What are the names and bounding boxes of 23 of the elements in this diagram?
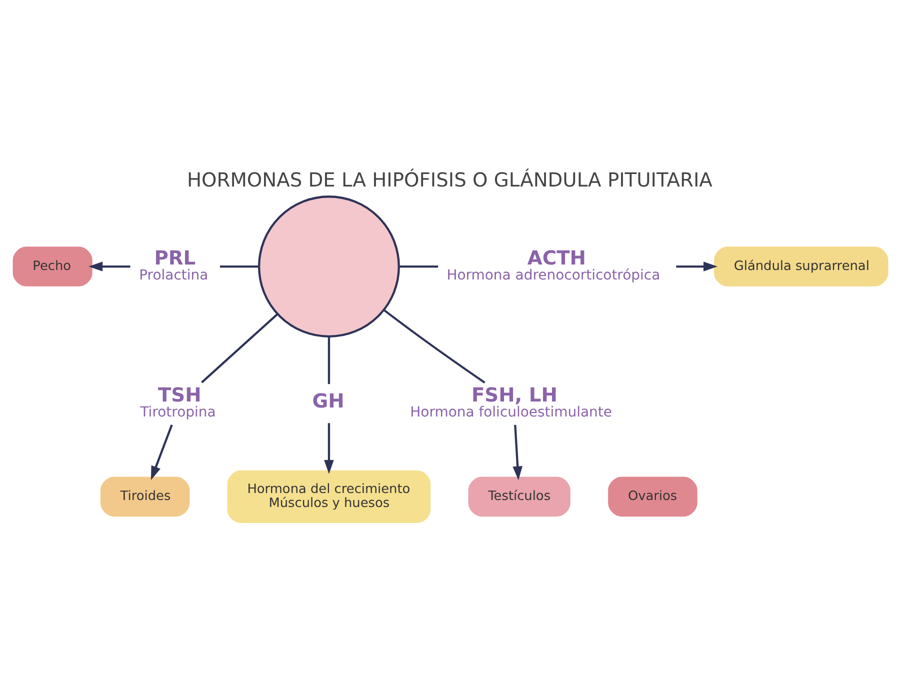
arrow <box>150 424 172 480</box>
connector <box>219 265 258 268</box>
connector <box>382 309 485 384</box>
node-box: Pecho <box>12 246 92 286</box>
node-text: PRL Prolactina <box>138 246 208 284</box>
arrow <box>512 424 522 480</box>
connector <box>327 336 330 384</box>
node-text: TSH Tirotropina <box>140 383 216 420</box>
arrow <box>88 262 130 272</box>
node-circle <box>257 196 400 338</box>
node-text: ACTH Hormona adrenocorticotrópica <box>446 246 660 284</box>
node-box: Ovarios <box>608 476 697 517</box>
node-text: GH <box>312 389 344 412</box>
arrow <box>676 262 717 272</box>
diagram-title: HORMONAS DE LA HIPÓFISIS O GLÁNDULA PITUITARIA <box>186 168 712 192</box>
arrow <box>324 423 334 474</box>
node-box: Hormona del crecimiento Músculos y huesos <box>226 470 430 524</box>
node-text: FSH, LH Hormona foliculoestimulante <box>410 383 612 420</box>
node-box: Testículos <box>468 476 570 517</box>
node-box: Tiroides <box>100 476 190 517</box>
connector <box>200 313 278 384</box>
connector <box>398 265 438 268</box>
node-box: Glándula suprarrenal <box>714 246 888 286</box>
